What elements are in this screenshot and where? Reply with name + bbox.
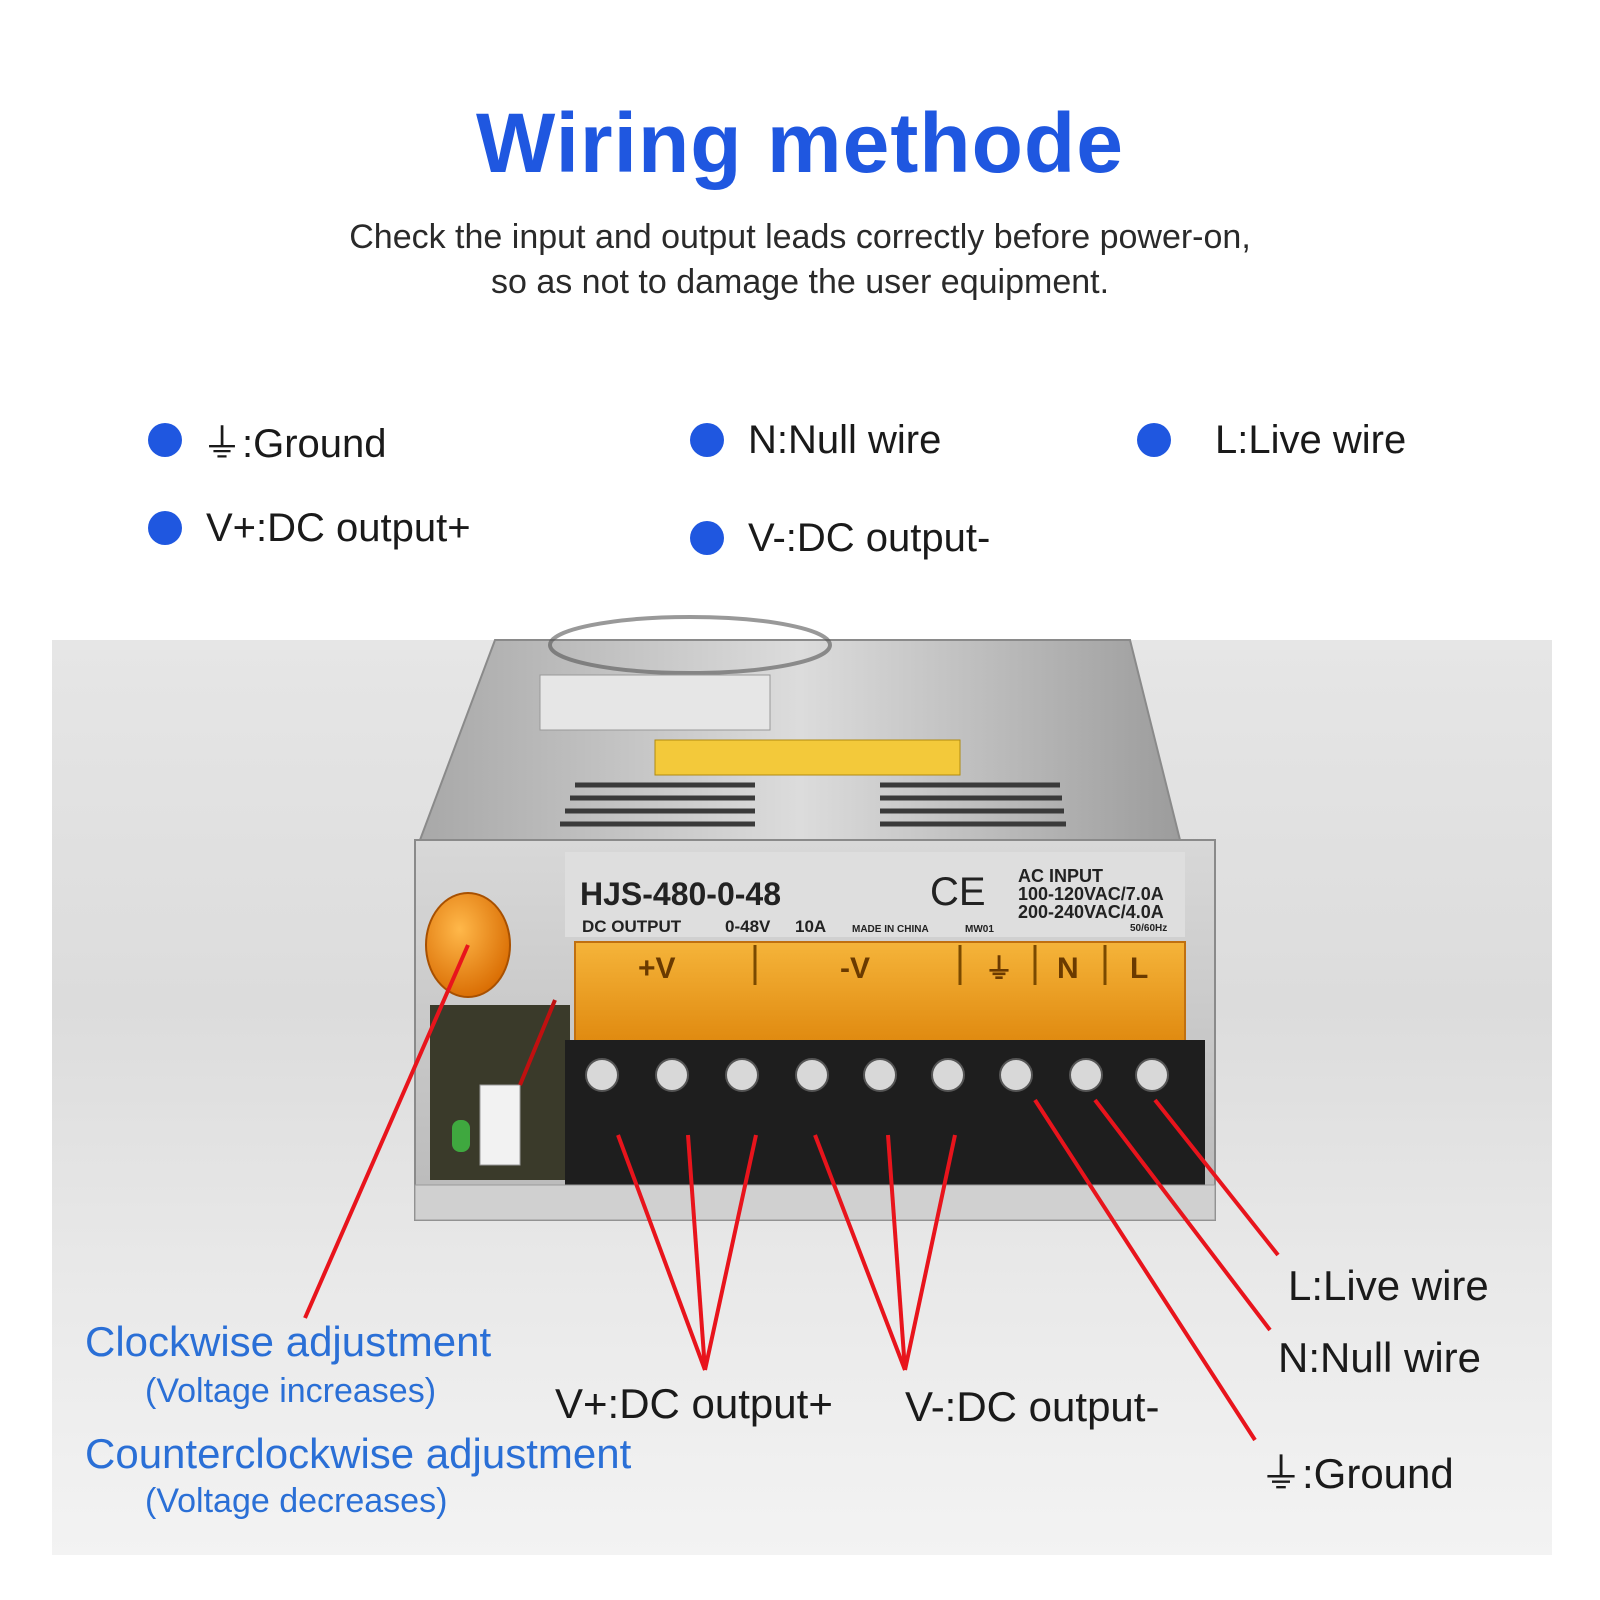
subtitle-line-2: so as not to damage the user equipment. — [490, 263, 1110, 301]
terminal-label-vminus: -V — [840, 952, 870, 985]
case-base — [414, 1184, 1216, 1221]
legend-null: N:Null wire — [690, 415, 941, 465]
bullet-icon — [690, 521, 724, 555]
legend-vminus: V-:DC output- — [690, 513, 990, 563]
dc-range-text: 0-48V — [725, 917, 771, 936]
callout-live: L:Live wire — [1288, 1262, 1489, 1309]
callout-null: N:Null wire — [1278, 1334, 1482, 1381]
fan-grill — [548, 615, 832, 675]
vent-slots — [560, 782, 1066, 827]
callout-counterclockwise: Counterclockwise adjustment — [85, 1430, 632, 1477]
status-led — [452, 1120, 470, 1152]
legend-ground-text: ⏚:Ground — [202, 422, 387, 466]
terminal-screws — [585, 1058, 1169, 1092]
dc-output-text: DC OUTPUT — [582, 917, 682, 936]
warning-sticker — [654, 739, 961, 776]
subtitle-line-1: Check the input and output leads correct… — [349, 218, 1251, 256]
bullet-icon — [148, 423, 182, 457]
callout-ground: ⏚:Ground — [1260, 1450, 1454, 1497]
code-text: MW01 — [965, 924, 994, 935]
ac-input-0: AC INPUT — [1018, 866, 1103, 886]
front-label — [565, 852, 1185, 937]
pointer-lines — [303, 944, 1280, 1442]
legend-vplus: V+:DC output+ — [148, 503, 471, 553]
ce-mark: CE — [930, 870, 986, 914]
legend-null-text: N:Null wire — [748, 417, 942, 462]
callout-vplus: V+:DC output+ — [555, 1380, 833, 1427]
terminal-label-l: L — [1130, 952, 1148, 985]
legend-live: L:Live wire — [1137, 415, 1406, 465]
terminal-label-n: N — [1057, 952, 1079, 985]
top-label — [539, 674, 771, 731]
callout-clockwise: Clockwise adjustment — [85, 1318, 492, 1365]
terminal-cover — [574, 941, 1186, 1043]
bullet-icon — [148, 511, 182, 545]
legend-live-text: L:Live wire — [1215, 417, 1407, 462]
bullet-icon — [1137, 423, 1171, 457]
made-in-text: MADE IN CHINA — [852, 924, 929, 935]
dc-current-text: 10A — [795, 917, 826, 936]
ac-input-2: 200-240VAC/4.0A — [1018, 902, 1164, 922]
terminal-label-vplus: +V — [638, 952, 676, 985]
model-text: HJS-480-0-48 — [580, 876, 781, 912]
page-title: Wiring methode — [476, 96, 1124, 190]
callout-clockwise-note: (Voltage increases) — [145, 1372, 437, 1410]
ac-input-1: 100-120VAC/7.0A — [1018, 884, 1164, 904]
connector — [479, 1084, 521, 1166]
callout-counterclockwise-note: (Voltage decreases) — [145, 1482, 448, 1520]
bullet-icon — [690, 423, 724, 457]
callout-vminus: V-:DC output- — [905, 1383, 1160, 1430]
terminal-label-ground: ⏚ — [985, 952, 1013, 985]
legend-vminus-text: V-:DC output- — [748, 515, 991, 560]
ac-input-3: 50/60Hz — [1130, 923, 1167, 934]
legend-ground: ⏚:Ground — [148, 415, 387, 466]
legend-vplus-text: V+:DC output+ — [206, 505, 471, 550]
